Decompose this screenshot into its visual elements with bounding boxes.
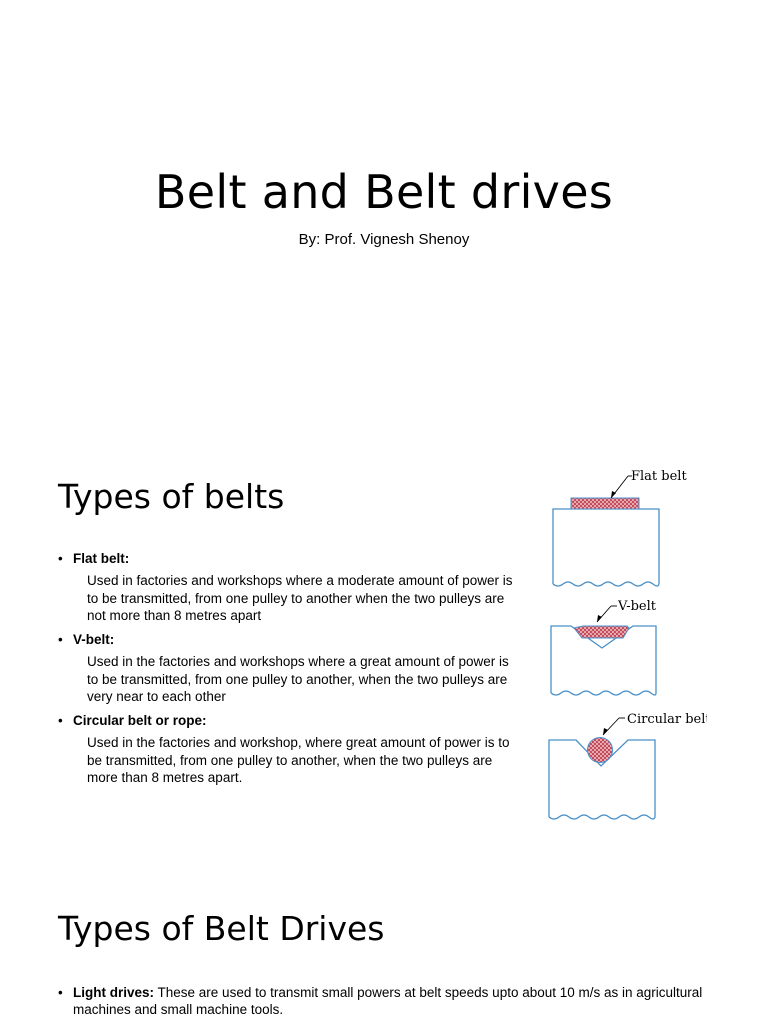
- bullet-icon: •: [58, 551, 63, 566]
- v-belt-description: Used in the factories and workshops wher…: [87, 654, 509, 704]
- flat-belt-description: Used in factories and workshops where a …: [87, 573, 513, 623]
- flat-belt-label: Flat belt:: [73, 551, 130, 566]
- list-item-circular-belt: • Circular belt or rope: Used in the fact…: [58, 712, 519, 787]
- v-belt-diagram: V-belt: [550, 599, 657, 696]
- list-item-flat-belt: • Flat belt: Used in factories and worksh…: [58, 550, 519, 625]
- bullet-icon: •: [58, 632, 63, 647]
- list-item-v-belt: • V-belt: Used in the factories and works…: [58, 631, 519, 706]
- types-of-belts-heading: Types of belts: [58, 477, 285, 516]
- presentation-title: Belt and Belt drives: [154, 165, 614, 219]
- bullet-icon: •: [58, 985, 63, 1000]
- types-of-belt-drives-heading: Types of Belt Drives: [58, 909, 385, 948]
- circular-belt-figure-label: Circular belt: [627, 712, 707, 727]
- light-drives-label: Light drives:: [73, 985, 155, 1000]
- circular-belt-diagram: Circular belt: [548, 712, 707, 820]
- v-belt-label: V-belt:: [73, 632, 115, 647]
- circular-belt-description: Used in the factories and workshop, wher…: [87, 735, 510, 785]
- list-item-light-drives: • Light drives: These are used to transmi…: [58, 984, 703, 1018]
- circular-belt-label: Circular belt or rope:: [73, 713, 207, 728]
- bullet-icon: •: [58, 713, 63, 728]
- flat-belt-diagram: Flat belt: [552, 469, 687, 587]
- belt-types-figure: Flat belt V-belt Circular belt: [548, 469, 707, 820]
- v-belt-figure-label: V-belt: [617, 599, 657, 614]
- flat-belt-figure-label: Flat belt: [631, 469, 687, 484]
- presentation-author: By: Prof. Vignesh Shenoy: [298, 231, 470, 248]
- light-drives-description: These are used to transmit small powers …: [73, 985, 703, 1017]
